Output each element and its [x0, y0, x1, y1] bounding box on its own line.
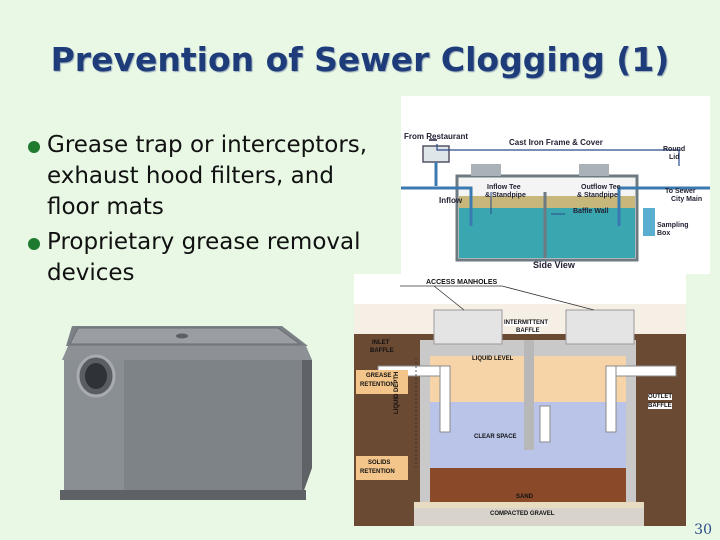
tank-cross-section-diagram: ACCESS MANHOLES INTERMITTENT BAFFLE INLE…	[354, 274, 686, 526]
bullet-item: Grease trap or interceptors, exhaust hoo…	[26, 130, 386, 223]
slide-title: Prevention of Sewer Clogging (1)	[50, 40, 670, 79]
label-round-lid: Round	[663, 146, 686, 153]
label-outlet-baffle: OUTLET	[648, 394, 672, 400]
label-inlet-baffle: BAFFLE	[370, 348, 394, 354]
label-sand: SAND	[516, 494, 534, 500]
bullet-dot-icon	[28, 238, 40, 250]
label-round-lid: Lid	[669, 154, 680, 161]
bullet-text: Grease trap or interceptors, exhaust hoo…	[47, 132, 368, 220]
label-solids-retention: RETENTION	[360, 469, 395, 475]
label-sampling-box: Box	[657, 230, 671, 237]
label-inlet-baffle: INLET	[372, 340, 390, 346]
label-sampling-box: Sampling	[657, 222, 689, 229]
label-compacted-gravel: COMPACTED GRAVEL	[490, 511, 555, 517]
bullet-dot-icon	[28, 141, 40, 153]
page-number: 30	[694, 522, 712, 538]
label-liquid-level: LIQUID LEVEL	[472, 356, 514, 362]
label-outlet-baffle: BAFFLE	[648, 403, 672, 409]
label-grease-retention: GREASE	[366, 373, 392, 379]
bullet-text: Proprietary grease removal devices	[47, 229, 361, 286]
label-to-sewer: City Main	[671, 196, 703, 203]
label-to-sewer: To Sewer	[665, 188, 696, 195]
label-inflow: Inflow	[439, 196, 463, 205]
label-clear-space: CLEAR SPACE	[474, 434, 517, 440]
side-view-drawing	[401, 139, 710, 262]
tank-drawing	[354, 285, 686, 526]
label-intermittent-baffle: INTERMITTENT	[504, 320, 548, 326]
label-liquid-depth: LIQUID DEPTH	[394, 371, 400, 414]
label-outflow-tee: & Standpipe	[577, 192, 618, 199]
label-baffle-wall: Baffle Wall	[573, 208, 609, 215]
side-view-diagram: From Restaurant Cast Iron Frame & Cover …	[401, 96, 710, 274]
label-intermittent-baffle: BAFFLE	[516, 328, 540, 334]
label-grease-retention: RETENTION	[360, 382, 395, 388]
label-outflow-tee: Outflow Tee	[581, 184, 621, 191]
label-side-view: Side View	[533, 260, 575, 270]
grease-interceptor-image	[60, 326, 312, 500]
label-inflow-tee: & Standpipe	[485, 192, 526, 199]
label-inflow-tee: Inflow Tee	[487, 184, 521, 191]
label-frame: Cast Iron Frame & Cover	[509, 138, 603, 147]
bullet-item: Proprietary grease removal devices	[26, 227, 386, 289]
label-access-manholes: ACCESS MANHOLES	[426, 279, 498, 286]
bullet-list: Grease trap or interceptors, exhaust hoo…	[26, 130, 386, 293]
label-from-restaurant: From Restaurant	[404, 132, 469, 141]
label-solids-retention: SOLIDS	[368, 460, 391, 466]
